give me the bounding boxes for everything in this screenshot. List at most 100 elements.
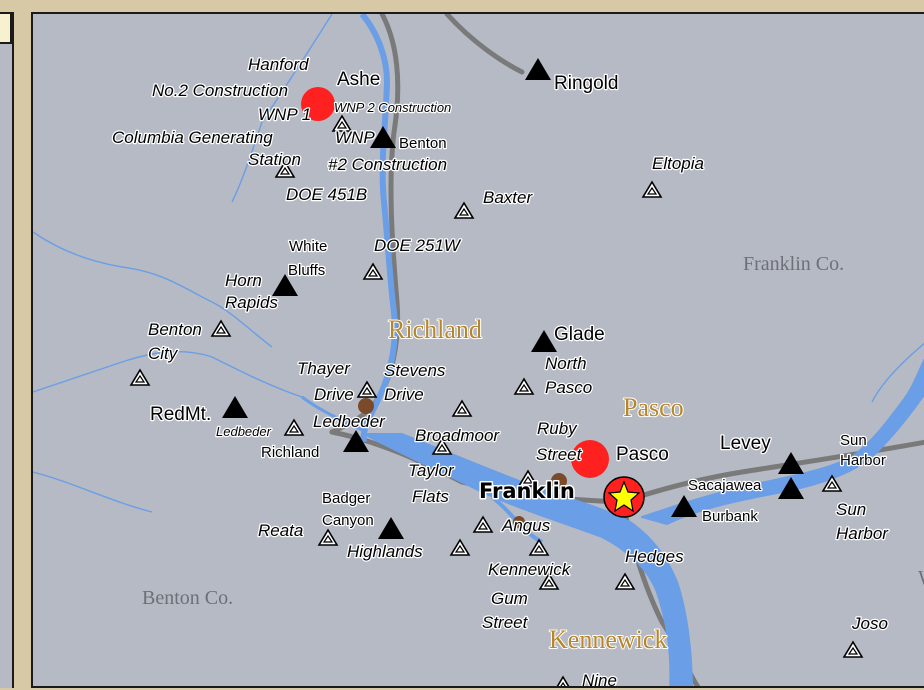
label-joso: Joso xyxy=(851,614,888,633)
label-burbank: Burbank xyxy=(702,508,758,525)
highlands-outlined-triangle-icon[interactable] xyxy=(450,539,470,556)
label-stevens: Stevens xyxy=(384,361,446,380)
nine-outlined-triangle-icon[interactable] xyxy=(553,676,573,688)
yakima-river xyxy=(301,395,363,432)
label-levey: Levey xyxy=(720,433,771,454)
label-gum: Gum xyxy=(491,589,528,608)
eltopia-outlined-triangle-icon[interactable] xyxy=(642,181,662,198)
label-hanford: Hanford xyxy=(248,55,309,74)
label-white: White xyxy=(289,238,327,255)
label-rapids: Rapids xyxy=(225,293,278,312)
broadband-stations xyxy=(222,58,804,539)
left-panel xyxy=(0,12,14,688)
north-pasco-outlined-triangle-icon[interactable] xyxy=(514,378,534,395)
label-reata: Reata xyxy=(258,521,303,540)
label-pasco-city-marker: Pasco xyxy=(616,444,669,465)
label-redmt: RedMt. xyxy=(150,404,211,425)
event-marker-pasco[interactable] xyxy=(571,440,609,478)
city-label-kennewick: Kennewick xyxy=(549,625,667,654)
city-label-pasco: Pasco xyxy=(623,393,684,422)
label-eltopia: Eltopia xyxy=(652,154,704,173)
stevens-outlined-triangle-icon[interactable] xyxy=(452,400,472,417)
creek-west xyxy=(33,231,273,348)
county-label-benton: Benton Co. xyxy=(142,587,233,609)
label-sun2: Sun xyxy=(836,500,866,519)
label-bluffs: Bluffs xyxy=(288,262,325,279)
label-ledbeder-small: Ledbeder xyxy=(216,424,272,439)
benton-city-outlined-triangle-icon[interactable] xyxy=(211,320,231,337)
reata-outlined-triangle-icon[interactable] xyxy=(318,529,338,546)
highlands-filled-triangle-icon[interactable] xyxy=(378,517,404,539)
facility-dot xyxy=(358,398,374,414)
label-benton-city-2: City xyxy=(148,344,179,363)
label-no2-construction: No.2 Construction xyxy=(152,81,288,100)
label-highlands: Highlands xyxy=(347,542,423,561)
label-broadmoor: Broadmoor xyxy=(415,426,500,445)
label-wnp: WNP xyxy=(335,128,375,147)
label-nine: Nine xyxy=(582,671,617,688)
label-edge-w: W xyxy=(918,567,924,589)
label-ledbeder: Ledbeder xyxy=(313,412,386,431)
label-station: Station xyxy=(248,150,301,169)
label-drive2: Drive xyxy=(384,385,424,404)
ringold-filled-triangle-icon[interactable] xyxy=(525,58,551,80)
label-angus: Angus xyxy=(501,516,551,535)
creeks xyxy=(33,14,924,513)
left-tab[interactable] xyxy=(0,12,12,44)
label-street2: Street xyxy=(482,613,529,632)
label-columbia-generating: Columbia Generating xyxy=(112,128,273,147)
label-horn: Horn xyxy=(225,271,262,290)
station-labels: Hanford No.2 Construction Ashe WNP 1 WNP… xyxy=(111,54,924,688)
kennewick-outlined-triangle-icon[interactable] xyxy=(529,539,549,556)
ledbeder-outlined-triangle-icon[interactable] xyxy=(284,419,304,436)
label-benton: Benton xyxy=(399,135,447,152)
benton-city-2-outlined-triangle-icon[interactable] xyxy=(130,369,150,386)
redmt-filled-triangle-icon[interactable] xyxy=(222,396,248,418)
label-badger: Badger xyxy=(322,490,370,507)
city-label-richland: Richland xyxy=(388,315,482,344)
creek-yakima xyxy=(33,350,303,398)
label-richland-station: Richland xyxy=(261,444,319,461)
angus-outlined-triangle-icon[interactable] xyxy=(473,516,493,533)
event-marker-wnp1[interactable] xyxy=(301,87,335,121)
label-sun1: Sun xyxy=(840,432,867,449)
label-harbor2: Harbor xyxy=(836,524,889,543)
columbia-river-north xyxy=(359,14,398,443)
county-label-franklin: Franklin Co. xyxy=(743,253,844,275)
joso-outlined-triangle-icon[interactable] xyxy=(843,641,863,658)
label-baxter: Baxter xyxy=(483,188,533,207)
label-taylor: Taylor xyxy=(408,461,455,480)
label-hedges: Hedges xyxy=(625,547,684,566)
facility-dot xyxy=(513,516,525,528)
label-canyon: Canyon xyxy=(322,512,374,529)
label-franklin-highlight: Franklin xyxy=(479,479,575,503)
label-glade: Glade xyxy=(554,324,605,345)
label-north: North xyxy=(545,354,587,373)
creek-north xyxy=(231,14,333,203)
epicenter-star-icon[interactable] xyxy=(603,476,645,518)
road-nw xyxy=(444,14,525,75)
label-construction2: #2 Construction xyxy=(328,155,447,174)
map-canvas[interactable]: Franklin Co. Benton Co. Richland Pasco K… xyxy=(31,12,924,688)
facility-dot xyxy=(551,473,567,489)
hedges-outlined-triangle-icon[interactable] xyxy=(615,573,635,590)
doe251w-outlined-triangle-icon[interactable] xyxy=(363,263,383,280)
label-sacajawea: Sacajawea xyxy=(688,477,762,494)
label-ringold: Ringold xyxy=(554,73,618,94)
label-ashe: Ashe xyxy=(337,69,380,90)
label-flats: Flats xyxy=(412,487,449,506)
baxter-outlined-triangle-icon[interactable] xyxy=(454,202,474,219)
creek-east xyxy=(871,342,924,403)
label-doe451b: DOE 451B xyxy=(286,185,367,204)
creek-bottom xyxy=(33,471,153,513)
label-wnp2-construction: WNP 2 Construction xyxy=(334,100,451,115)
label-thayer: Thayer xyxy=(297,359,351,378)
label-kennewick-station: Kennewick xyxy=(488,560,572,579)
label-wnp1: WNP 1 xyxy=(258,105,311,124)
map-svg: Franklin Co. Benton Co. Richland Pasco K… xyxy=(33,14,924,688)
label-drive1: Drive xyxy=(314,385,354,404)
label-harbor1: Harbor xyxy=(840,452,886,469)
thayer-outlined-triangle-icon[interactable] xyxy=(357,381,377,398)
label-ruby: Ruby xyxy=(537,419,578,438)
label-benton-city-1: Benton xyxy=(148,320,202,339)
